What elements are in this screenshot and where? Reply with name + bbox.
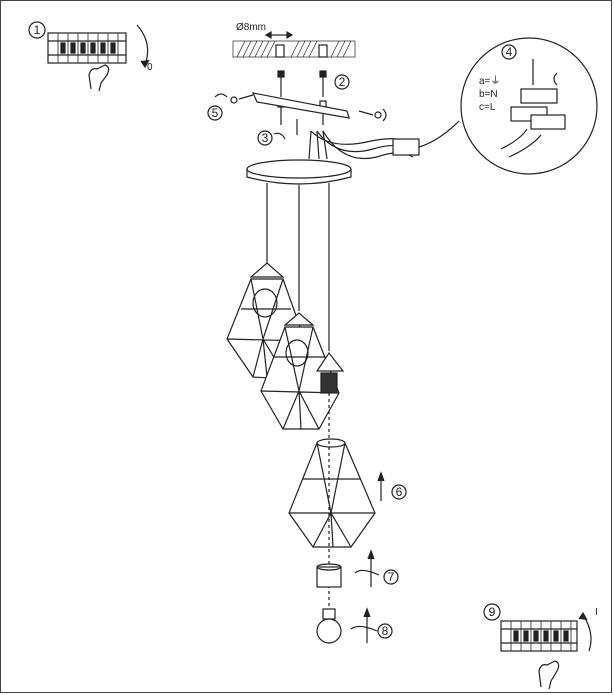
step-8-number: 8 (382, 624, 389, 638)
step-9-number: 9 (489, 605, 496, 619)
terminal-block (392, 138, 420, 156)
canopy (246, 159, 352, 351)
step-2-number: 2 (339, 75, 346, 89)
bulb-icon (252, 288, 278, 318)
step-5-badge (207, 105, 223, 121)
supply-wires (308, 120, 460, 160)
hand-icon (88, 64, 110, 92)
rotate-arrow-icon (273, 132, 286, 140)
step-4-badge (501, 44, 517, 60)
step-3-screw: 3 (257, 119, 298, 146)
hand-icon (538, 660, 560, 690)
breaker-switch-icon (47, 32, 127, 64)
step-4-wiring-detail: 4 a=⏚ b=N c=L (460, 37, 598, 175)
step-2-screws: 2 (277, 70, 350, 125)
bulb-icon (316, 618, 342, 644)
step-5-number: 5 (212, 106, 219, 120)
step-4-number: 4 (506, 45, 513, 59)
rotate-arrow-icon (350, 625, 378, 632)
step-1-number: 1 (34, 23, 41, 37)
rotate-arrow-icon (354, 569, 380, 576)
rotate-arrow-icon (382, 108, 387, 122)
drill-diameter-label: Ø8mm (236, 22, 266, 33)
rotate-arrow-icon (136, 24, 149, 66)
screw-icon (319, 70, 327, 125)
mounting-bracket: 5 (207, 92, 387, 122)
lamp-holder-icon (316, 566, 342, 588)
bulb-icon (285, 339, 309, 367)
step-9-badge (483, 603, 501, 621)
pendant-shade-3: 6 (288, 438, 407, 548)
step-8-bulb: 8 (316, 607, 393, 644)
step-6-badge (391, 484, 407, 500)
switch-on-label: I (595, 607, 598, 618)
wiring-b-label: b=N (479, 89, 498, 100)
step-8-badge (377, 623, 393, 639)
step-3-number: 3 (262, 131, 269, 145)
rotate-arrow-icon (582, 614, 592, 652)
rotate-arrow-icon (553, 72, 558, 86)
step-7-badge (383, 569, 399, 585)
pendant-shade-2 (260, 312, 340, 430)
step-7-ring: 7 (316, 549, 399, 588)
step-2-badge (334, 74, 350, 90)
step-9-switch-on: 9 I (483, 603, 598, 690)
rotate-arrow-icon (214, 93, 228, 98)
step-3-badge (257, 130, 273, 146)
step-7-number: 7 (388, 570, 395, 584)
step-6-number: 6 (396, 485, 403, 499)
wiring-a-label: a=⏚ (479, 75, 500, 87)
step-1-switch-off: 1 0 (28, 21, 153, 92)
wiring-c-label: c=L (479, 102, 496, 113)
breaker-switch-icon (500, 620, 578, 652)
ceiling-drill: Ø8mm (232, 22, 356, 58)
switch-off-label: 0 (147, 62, 153, 73)
pendant-holder-3 (315, 351, 345, 394)
step-1-badge (28, 21, 46, 39)
lamp-holder-icon (320, 372, 338, 394)
